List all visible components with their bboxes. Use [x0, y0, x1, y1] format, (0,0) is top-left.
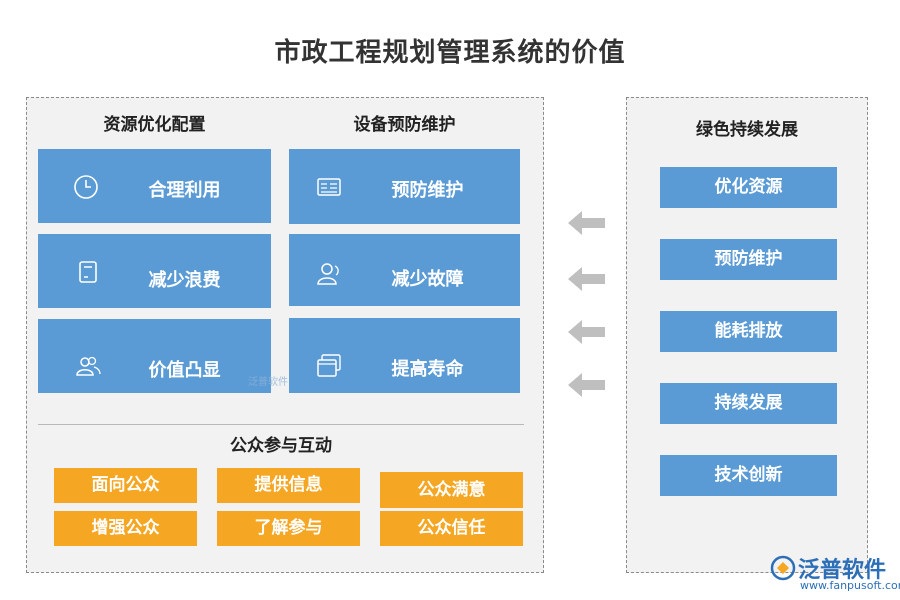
public-item-understand-participate: 了解参与: [217, 511, 360, 546]
green-item-energy-emissions: 能耗排放: [660, 311, 837, 352]
left-arrow-icon: [568, 267, 605, 291]
tile-reduce-faults: 减少故障: [289, 234, 520, 306]
tile-label: 提高寿命: [391, 359, 464, 380]
section-divider: [38, 424, 524, 425]
green-item-optimize-resources: 优化资源: [660, 167, 837, 208]
public-item-satisfaction: 公众满意: [380, 472, 523, 508]
tile-label: 价值凸显: [148, 360, 221, 381]
public-item-provide-info: 提供信息: [217, 468, 360, 503]
public-item-enhance-public: 增强公众: [54, 511, 197, 546]
panel-icon: [317, 178, 341, 196]
green-item-sustainable-development: 持续发展: [660, 383, 837, 424]
tile-value-highlight: 价值凸显: [38, 319, 271, 393]
public-heading: 公众参与互动: [230, 436, 332, 456]
tile-label: 减少故障: [391, 269, 464, 290]
diagram-title: 市政工程规划管理系统的价值: [274, 38, 626, 68]
green-item-tech-innovation: 技术创新: [660, 455, 837, 496]
tile-label: 合理利用: [148, 180, 221, 201]
left-arrow-icon: [568, 320, 605, 344]
resource-heading: 资源优化配置: [103, 115, 206, 135]
tile-increase-lifespan: 提高寿命: [289, 318, 520, 393]
windows-icon: [317, 354, 341, 377]
brand-watermark: 泛普软件 www.fanpusoft.com: [770, 552, 900, 596]
brand-url: www.fanpusoft.com: [800, 579, 900, 592]
tile-reduce-waste: 减少浪费: [38, 234, 271, 308]
clock-icon: [74, 175, 98, 199]
brand-name: 泛普软件: [798, 558, 887, 583]
document-icon: [79, 261, 97, 283]
public-item-face-public: 面向公众: [54, 468, 197, 503]
tile-reasonable-use: 合理利用: [38, 149, 271, 223]
watermark-small: 泛普软件: [248, 377, 288, 388]
public-item-trust: 公众信任: [380, 511, 523, 546]
left-arrow-icon: [568, 373, 605, 397]
green-heading: 绿色持续发展: [696, 120, 798, 140]
equipment-heading: 设备预防维护: [353, 115, 456, 135]
tile-preventive-maintenance: 预防维护: [289, 149, 520, 224]
user-icon: [317, 263, 339, 285]
tile-label: 预防维护: [391, 180, 464, 201]
brand-logo-icon: [770, 555, 796, 581]
left-arrow-icon: [568, 211, 605, 235]
users-icon: [76, 356, 101, 376]
tile-label: 减少浪费: [148, 270, 221, 291]
green-item-preventive-maintenance: 预防维护: [660, 239, 837, 280]
